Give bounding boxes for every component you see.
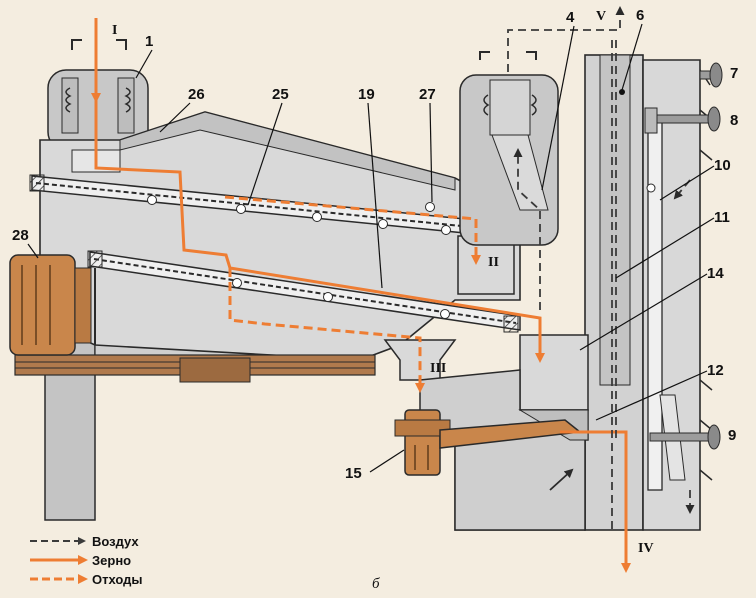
- knob-8-icon[interactable]: [644, 106, 721, 134]
- label-26: 26: [188, 86, 205, 103]
- label-25: 25: [272, 86, 289, 103]
- air-flow: [507, 6, 695, 530]
- figure-caption: б: [372, 576, 380, 592]
- label-27: 27: [419, 86, 436, 103]
- legend-waste-label: Отходы: [92, 572, 143, 587]
- label-10: 10: [714, 157, 731, 174]
- label-11: 11: [714, 209, 730, 226]
- legend: Воздух Зерно Отходы: [30, 534, 143, 587]
- label-1: 1: [145, 33, 153, 50]
- flow-label-v: V: [596, 9, 606, 24]
- flow-label-iii: III: [430, 361, 446, 376]
- flow-label-i: I: [112, 23, 117, 38]
- label-12: 12: [707, 362, 724, 379]
- flow-label-iv: IV: [638, 541, 654, 556]
- legend-air-label: Воздух: [92, 534, 139, 549]
- label-15: 15: [345, 465, 362, 482]
- vibrator-15: [394, 409, 582, 476]
- label-19: 19: [358, 86, 375, 103]
- flow-labels: I II III IV V: [112, 9, 654, 556]
- label-4: 4: [566, 9, 575, 26]
- grain-flow: [91, 18, 631, 573]
- inlet-housing: [47, 39, 149, 151]
- waste-flow: [224, 195, 481, 393]
- label-6: 6: [636, 7, 644, 24]
- label-14: 14: [707, 265, 724, 282]
- label-28: 28: [12, 227, 29, 244]
- drive-belt: [14, 354, 376, 383]
- knob-9-icon[interactable]: [649, 424, 721, 450]
- knob-7-icon[interactable]: [699, 62, 723, 88]
- label-9: 9: [728, 427, 736, 444]
- flow-label-ii: II: [488, 255, 499, 270]
- motor-28: [9, 254, 92, 356]
- label-7: 7: [730, 65, 738, 82]
- label-8: 8: [730, 112, 738, 129]
- air-channel: [459, 51, 559, 246]
- legend-grain-label: Зерно: [92, 553, 131, 568]
- aspiration-column: [584, 54, 713, 531]
- part-labels: 1 26 25 19 27 4 6 7 8 10 11 14 12 9 15 2…: [12, 7, 738, 482]
- settling-box-14: [419, 334, 589, 531]
- lower-sieve: [87, 250, 521, 345]
- sieve-housing: [39, 111, 521, 361]
- air-inlet-arrow-icon: [549, 468, 574, 491]
